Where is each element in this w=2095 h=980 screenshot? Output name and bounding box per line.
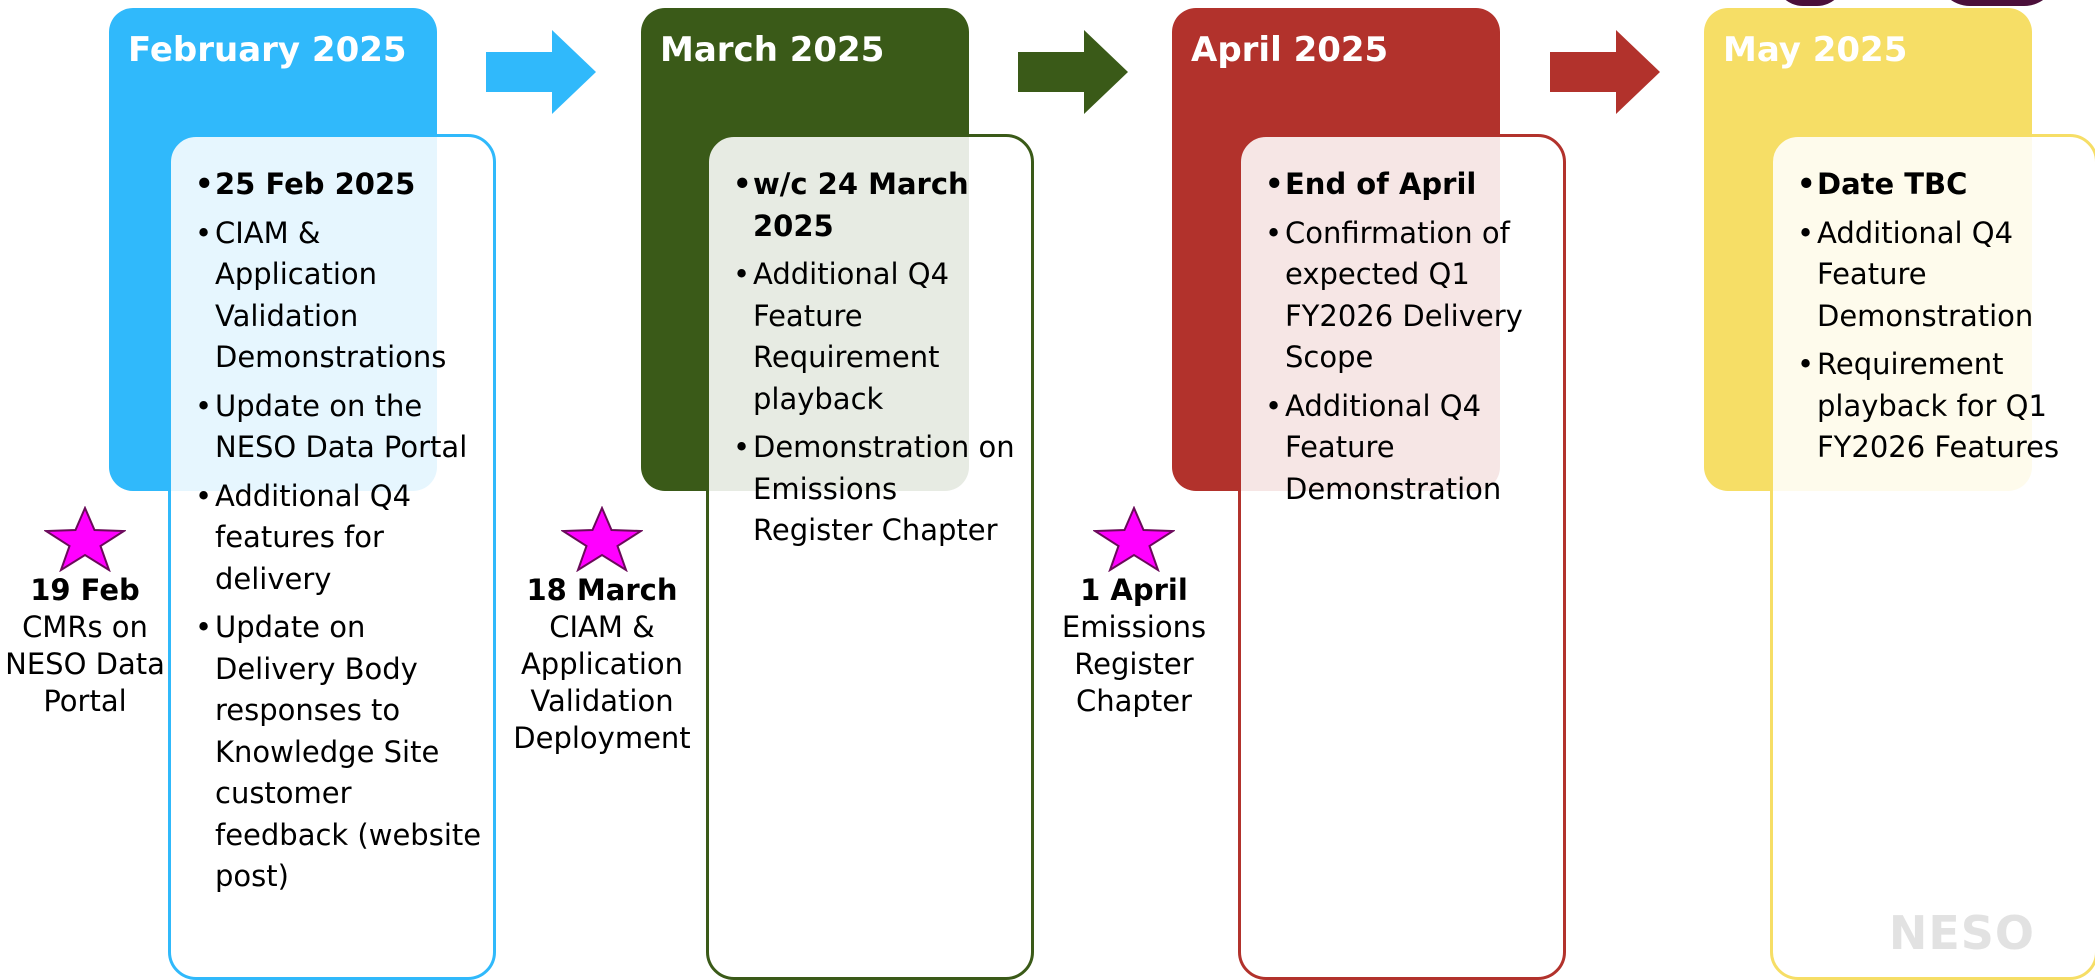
milestone-list: w/c 24 March 2025 Additional Q4 Feature … xyxy=(733,164,1023,559)
list-item: Confirmation of expected Q1 FY2026 Deliv… xyxy=(1265,213,1555,379)
milestone-list: Date TBC Additional Q4 Feature Demonstra… xyxy=(1797,164,2087,476)
corner-decoration xyxy=(1937,0,2057,6)
milestone-marker: 1 April Emissions Register Chapter xyxy=(1046,506,1222,720)
star-icon xyxy=(44,506,126,572)
list-item: CIAM & Application Validation Demonstrat… xyxy=(195,213,485,379)
list-item: Additional Q4 Feature Demonstration xyxy=(1265,386,1555,511)
star-icon xyxy=(1093,506,1175,572)
month-title: March 2025 xyxy=(660,30,885,70)
list-item: Additional Q4 Feature Requirement playba… xyxy=(733,254,1023,420)
list-item: End of April xyxy=(1265,164,1555,206)
list-item: Additional Q4 Feature Demonstration xyxy=(1797,213,2087,338)
list-item: Update on the NESO Data Portal xyxy=(195,386,485,469)
star-icon xyxy=(561,506,643,572)
month-details-april: End of April Confirmation of expected Q1… xyxy=(1238,134,1566,980)
right-arrow-icon xyxy=(1550,30,1660,114)
milestone-date: 19 Feb xyxy=(30,573,140,607)
milestone-list: 25 Feb 2025 CIAM & Application Validatio… xyxy=(195,164,485,905)
right-arrow-icon xyxy=(1018,30,1128,114)
milestone-marker: 19 Feb CMRs on NESO Data Portal xyxy=(0,506,170,720)
milestone-marker: 18 March CIAM & Application Validation D… xyxy=(506,506,698,757)
list-item: Update on Delivery Body responses to Kno… xyxy=(195,607,485,898)
month-details-february: 25 Feb 2025 CIAM & Application Validatio… xyxy=(168,134,496,980)
month-details-may: Date TBC Additional Q4 Feature Demonstra… xyxy=(1770,134,2095,980)
milestone-date: 18 March xyxy=(526,573,678,607)
right-arrow-icon xyxy=(486,30,596,114)
milestone-text: Emissions Register Chapter xyxy=(1061,610,1207,718)
list-item: Requirement playback for Q1 FY2026 Featu… xyxy=(1797,344,2087,469)
month-title: May 2025 xyxy=(1723,30,1908,70)
list-item: w/c 24 March 2025 xyxy=(733,164,1023,247)
list-item: Demonstration on Emissions Register Chap… xyxy=(733,427,1023,552)
milestone-list: End of April Confirmation of expected Q1… xyxy=(1265,164,1555,517)
month-title: February 2025 xyxy=(128,30,407,70)
list-item: Additional Q4 features for delivery xyxy=(195,476,485,601)
milestone-text: CMRs on NESO Data Portal xyxy=(5,610,165,718)
month-title: April 2025 xyxy=(1191,30,1389,70)
month-details-march: w/c 24 March 2025 Additional Q4 Feature … xyxy=(706,134,1034,980)
neso-logo: NESO xyxy=(1888,906,2035,960)
list-item: Date TBC xyxy=(1797,164,2087,206)
milestone-date: 1 April xyxy=(1080,573,1188,607)
milestone-text: CIAM & Application Validation Deployment xyxy=(513,610,691,755)
corner-decoration xyxy=(1775,0,1845,6)
list-item: 25 Feb 2025 xyxy=(195,164,485,206)
